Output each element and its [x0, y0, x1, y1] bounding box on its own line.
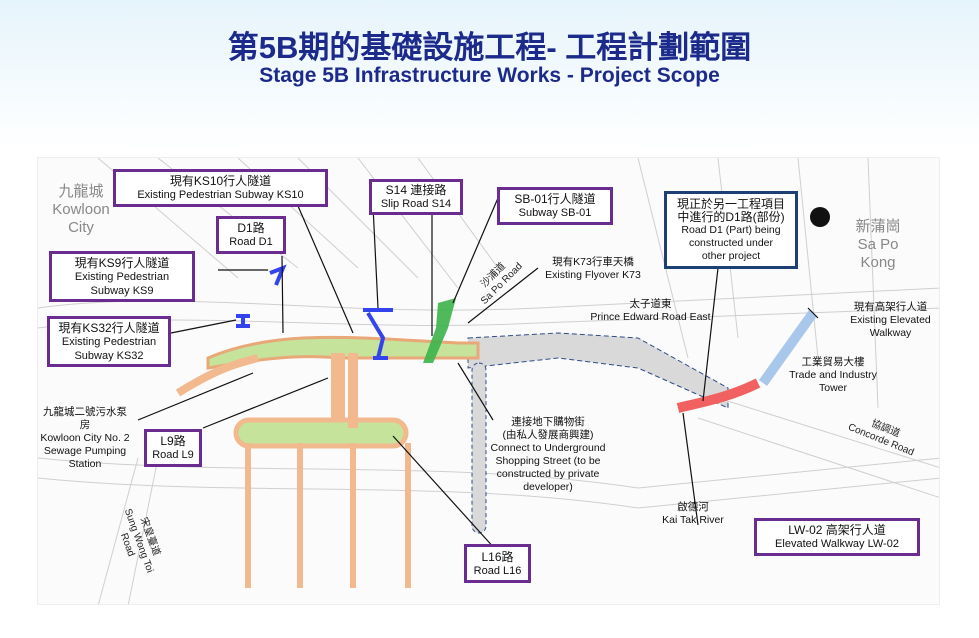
road-d1-west [175, 354, 259, 397]
callout-d1-part: 現正於另一工程項目中進行的D1路(部份)Road D1 (Part) being… [664, 191, 798, 269]
road-l16 [233, 417, 409, 449]
page-title-zh: 第5B期的基礎設施工程- 工程計劃範圍 [227, 30, 752, 65]
subway-ks10 [363, 308, 393, 360]
shopping-street-link [471, 362, 487, 534]
page-title-en: Stage 5B Infrastructure Works - Project … [259, 64, 720, 87]
existing-elevated-walkway [758, 310, 818, 386]
subway-ks32 [236, 314, 250, 328]
map-drawing [38, 158, 939, 604]
slip-road-s14 [423, 298, 456, 363]
north-arrow-icon [810, 207, 830, 227]
header-background [0, 0, 979, 150]
subway-ks9 [269, 264, 287, 286]
walkway-lw02 [676, 378, 761, 413]
prince-edward-road-corridor [467, 332, 729, 409]
